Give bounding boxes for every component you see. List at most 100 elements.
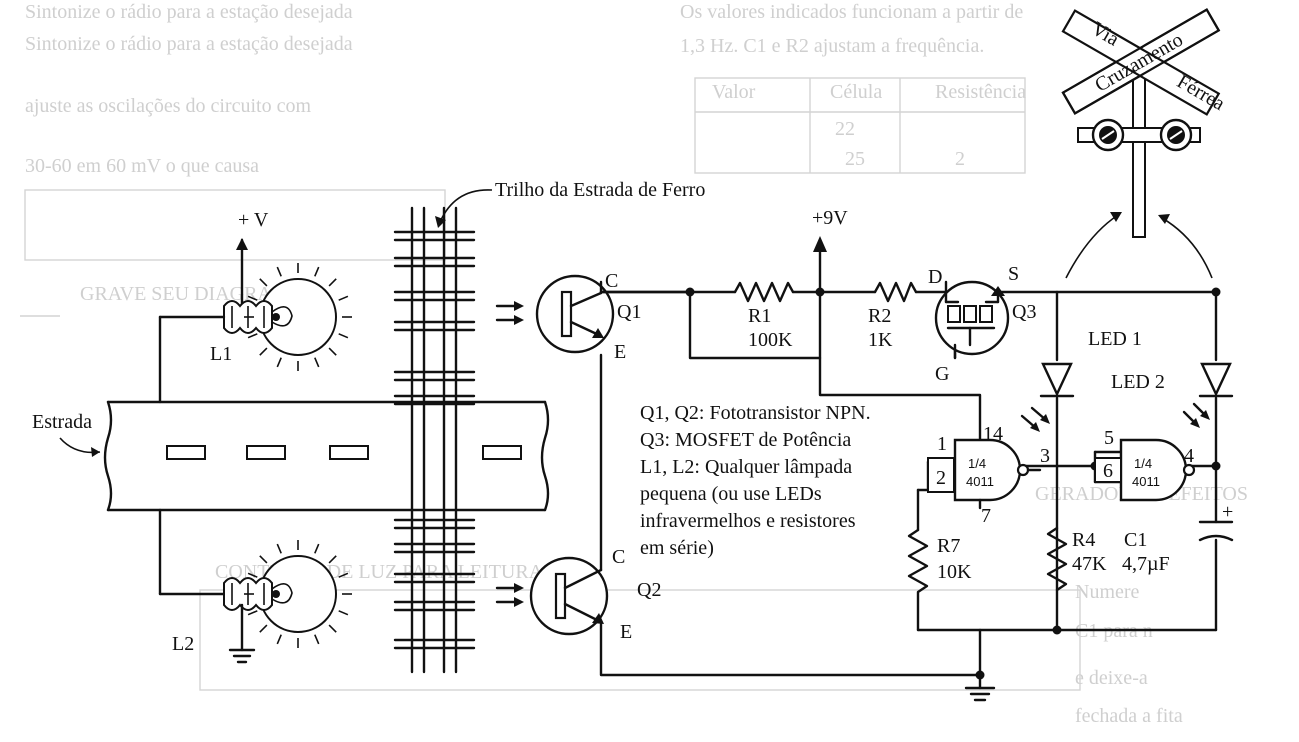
resistor-r4 [1046, 526, 1068, 592]
phototransistor-q2: C E Q2 [529, 546, 661, 643]
note-line: infravermelhos e resistores [640, 510, 856, 532]
label-trilho: Trilho da Estrada de Ferro [495, 179, 705, 201]
road-dash [329, 445, 369, 460]
road-dash [246, 445, 286, 460]
wire [688, 290, 822, 360]
trilho-arrow [439, 189, 493, 223]
ghost-text: Sintonize o rádio para a estação desejad… [25, 1, 353, 23]
pin-1: 1 [937, 433, 947, 455]
plus-v-arrow [236, 238, 248, 250]
lamp-l1-filament [271, 306, 293, 327]
light-ray [276, 357, 282, 368]
label-r7: R7 [937, 535, 960, 557]
label-q1-c: C [605, 270, 618, 292]
ghost-text: 30-60 em 60 mV o que causa [25, 155, 259, 177]
pin-4: 4 [1184, 445, 1194, 467]
pin-7: 7 [981, 505, 991, 527]
ghost-text: Resistência [935, 81, 1026, 103]
mosfet-q3: D S G Q3 [928, 263, 1036, 385]
led-1: LED 1 [1020, 328, 1142, 432]
phototransistor-q1: C E Q1 [535, 270, 641, 363]
light-ray [314, 266, 320, 277]
lamp-l2: L2 [158, 508, 352, 664]
ghost-text: GRAVE SEU DIAGRAMA [80, 283, 305, 305]
light-ray [276, 634, 282, 645]
light-ray [259, 278, 268, 287]
component-notes: Q1, Q2: Fototransistor NPN. Q3: MOSFET d… [640, 402, 871, 559]
label-c1: C1 [1124, 529, 1147, 551]
label-l1: L1 [210, 343, 232, 365]
label-l2: L2 [172, 633, 194, 655]
junction-dot [1211, 287, 1221, 297]
ghost-text: Valor [712, 81, 756, 103]
wire [818, 290, 982, 442]
light-ray [338, 333, 349, 339]
light-ray [328, 555, 337, 564]
lamp-l1-contact [272, 313, 280, 321]
pin-6: 6 [1103, 460, 1113, 482]
label-r2-value: 1K [868, 329, 893, 351]
light-ray [338, 572, 349, 578]
light-ray [328, 624, 337, 633]
lamp-l1-rays [244, 263, 352, 371]
ghost-text: e deixe-a [1075, 667, 1148, 689]
label-r7-value: 10K [937, 561, 972, 583]
label-q3-s: S [1008, 263, 1019, 285]
gate2-label-b: 4011 [1132, 474, 1160, 489]
ghost-text: 2 [955, 148, 965, 170]
junction-dot [1211, 461, 1221, 471]
note-line: L1, L2: Qualquer lâmpada [640, 456, 852, 478]
ghost-box [24, 189, 446, 261]
road-dash [166, 445, 206, 460]
ground-icon [228, 648, 256, 664]
light-ray [338, 295, 349, 301]
nand-gate-2: 1/4 4011 5 6 4 [1094, 427, 1196, 502]
light-ray [247, 295, 258, 301]
light-ray [259, 555, 268, 564]
ghost-table [694, 77, 1026, 174]
light-ray [259, 347, 268, 356]
railroad-track: Trilho da Estrada de Ferro [393, 179, 705, 674]
ghost-text: Sintonize o rádio para a estação desejad… [25, 33, 353, 55]
resistor-r1 [733, 281, 795, 303]
label-q1-e: E [614, 341, 626, 363]
road: Estrada [32, 400, 550, 512]
crossing-sign: Cruzamento Via Férrea [1061, 8, 1229, 279]
light-ray [338, 610, 349, 616]
junction-dot [1052, 625, 1062, 635]
nand-gate-1: 1/4 4011 1 2 14 3 7 [927, 423, 1050, 527]
background-ghost-text: Sintonize o rádio para a estação desejad… [20, 1, 1248, 727]
label-q3: Q3 [1012, 301, 1036, 323]
light-ray [247, 572, 258, 578]
ghost-text: 25 [845, 148, 865, 170]
resistor-r2 [873, 281, 918, 303]
light-ray [314, 357, 320, 368]
label-q2-c: C [612, 546, 625, 568]
lamp-l2-filament [271, 583, 293, 604]
light-ray [328, 278, 337, 287]
lamp-l2-rays [244, 540, 352, 648]
trilho-arrowhead [435, 216, 446, 228]
junction-dot [685, 287, 695, 297]
gate1-label-b: 4011 [966, 474, 994, 489]
label-r4-value: 47K [1072, 553, 1107, 575]
resistor-r7 [907, 528, 929, 632]
pin-14: 14 [983, 423, 1003, 445]
sign-board-2 [1061, 9, 1221, 116]
label-q3-g: G [935, 363, 949, 385]
junction-dot [975, 670, 985, 680]
label-q3-d: D [928, 266, 942, 288]
pin-3: 3 [1040, 445, 1050, 467]
note-line: Q1, Q2: Fototransistor NPN. [640, 402, 871, 424]
railroad-ties [393, 230, 476, 650]
note-line: em série) [640, 537, 714, 559]
lamp-l1: + V L1 [158, 209, 352, 404]
label-c1-plus: + [1222, 501, 1233, 523]
label-q2-e: E [620, 621, 632, 643]
label-plus-9v: +9V [812, 207, 848, 229]
label-r1-value: 100K [748, 329, 793, 351]
label-plus-v: + V [238, 209, 269, 231]
sign-arrow-left [1065, 214, 1119, 279]
led-2: LED 2 [1111, 362, 1234, 428]
label-r2: R2 [868, 305, 891, 327]
